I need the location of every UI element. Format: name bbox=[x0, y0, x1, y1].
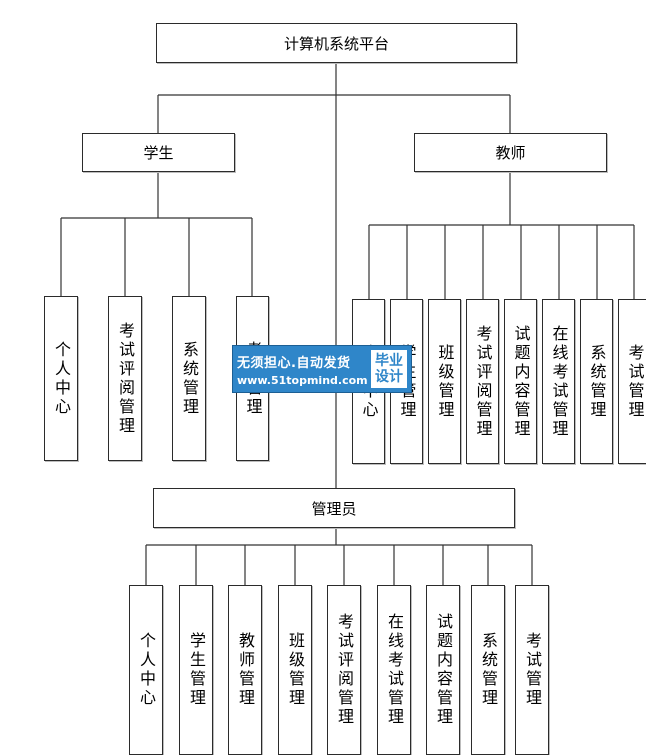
teacher-child-node: 在线考试管理 bbox=[542, 299, 575, 464]
student-child-node: 系统管理 bbox=[172, 296, 206, 461]
admin-child-node: 系统管理 bbox=[471, 585, 505, 755]
student-child-node: 个人中心 bbox=[44, 296, 78, 461]
teacher-node: 教师 bbox=[414, 133, 607, 172]
student-child-label: 个人中心 bbox=[52, 340, 71, 417]
admin-child-label: 考试评阅管理 bbox=[335, 613, 354, 727]
teacher-child-label: 班级管理 bbox=[435, 343, 455, 420]
watermark-badge-line1: 毕业 bbox=[375, 352, 403, 369]
watermark-slogan: 无须担心.自动发货 bbox=[237, 355, 351, 371]
teacher-node-label: 教师 bbox=[495, 144, 526, 162]
teacher-child-label: 考试管理 bbox=[625, 343, 645, 420]
admin-child-label: 考试管理 bbox=[523, 632, 542, 708]
admin-child-node: 试题内容管理 bbox=[426, 585, 460, 755]
watermark-badge-line2: 设计 bbox=[375, 369, 403, 385]
teacher-child-node: 试题内容管理 bbox=[504, 299, 537, 464]
admin-node-label: 管理员 bbox=[311, 499, 357, 518]
admin-child-label: 在线考试管理 bbox=[385, 613, 404, 727]
watermark-banner: 无须担心.自动发货 www.51topmind.com 毕业 设计 bbox=[232, 345, 412, 393]
teacher-child-label: 系统管理 bbox=[587, 343, 607, 420]
admin-child-node: 考试管理 bbox=[515, 585, 549, 755]
student-child-label: 系统管理 bbox=[180, 340, 199, 417]
student-child-node: 考试评阅管理 bbox=[108, 296, 142, 461]
connector-lines bbox=[60, 63, 635, 585]
teacher-child-node: 系统管理 bbox=[580, 299, 613, 464]
teacher-child-label: 在线考试管理 bbox=[549, 324, 569, 439]
admin-node: 管理员 bbox=[153, 488, 515, 528]
admin-child-label: 教师管理 bbox=[236, 632, 255, 708]
root-node: 计算机系统平台 bbox=[156, 23, 517, 63]
student-node: 学生 bbox=[82, 133, 235, 172]
admin-child-node: 考试评阅管理 bbox=[327, 585, 361, 755]
watermark-badge: 毕业 设计 bbox=[371, 350, 407, 388]
admin-child-node: 教师管理 bbox=[228, 585, 262, 755]
watermark-text: 无须担心.自动发货 www.51topmind.com bbox=[233, 346, 369, 392]
teacher-child-label: 考试评阅管理 bbox=[473, 324, 493, 439]
admin-child-label: 个人中心 bbox=[137, 632, 156, 708]
admin-child-node: 在线考试管理 bbox=[377, 585, 411, 755]
admin-child-label: 试题内容管理 bbox=[434, 613, 453, 727]
teacher-child-node: 考试评阅管理 bbox=[466, 299, 499, 464]
admin-child-node: 班级管理 bbox=[278, 585, 312, 755]
admin-child-label: 班级管理 bbox=[286, 632, 305, 708]
root-node-label: 计算机系统平台 bbox=[283, 34, 389, 53]
admin-child-label: 系统管理 bbox=[479, 632, 498, 708]
teacher-child-node: 考试管理 bbox=[618, 299, 646, 464]
teacher-child-node: 班级管理 bbox=[428, 299, 461, 464]
admin-child-label: 学生管理 bbox=[187, 632, 206, 708]
student-child-label: 考试评阅管理 bbox=[116, 321, 135, 436]
student-node-label: 学生 bbox=[143, 144, 174, 162]
admin-child-node: 学生管理 bbox=[179, 585, 213, 755]
teacher-child-label: 试题内容管理 bbox=[511, 324, 531, 439]
admin-child-node: 个人中心 bbox=[129, 585, 163, 755]
watermark-url: www.51topmind.com bbox=[237, 373, 368, 387]
